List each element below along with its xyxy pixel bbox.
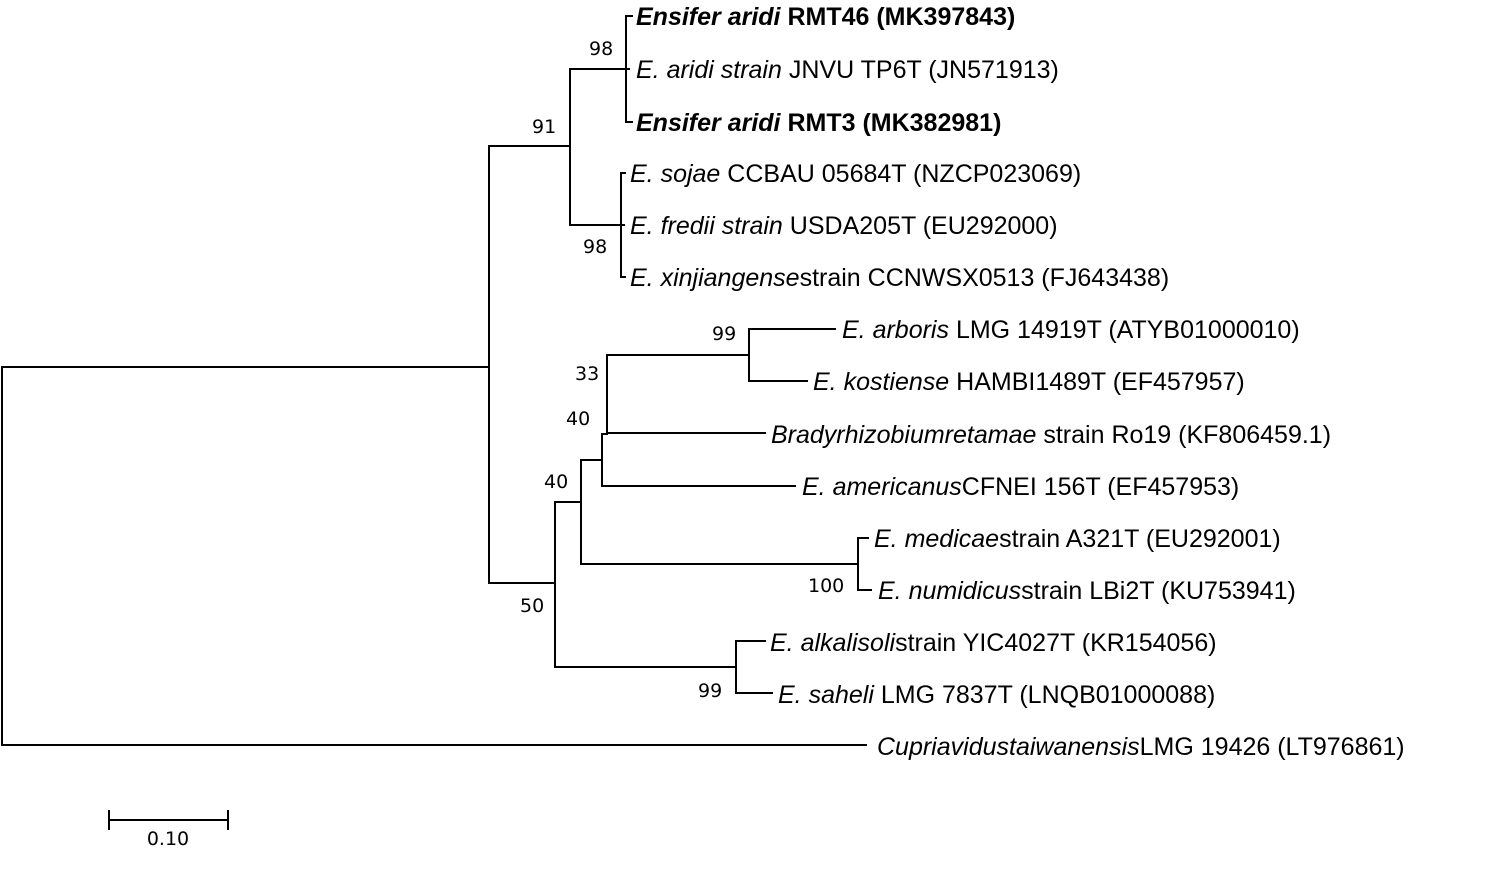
taxon-label: E. kostiense HAMBI1489T (EF457957) (813, 368, 1245, 396)
scale-bar-label: 0.10 (147, 828, 189, 850)
taxon-label: E. americanusCFNEI 156T (EF457953) (802, 473, 1239, 501)
taxon-labels: Ensifer aridi RMT46 (MK397843) E. aridi … (630, 3, 1405, 761)
taxon-label: E. xinjiangensestrain CCNWSX0513 (FJ6434… (630, 264, 1169, 292)
taxon-label: E. aridi strain JNVU TP6T (JN571913) (636, 56, 1059, 84)
bootstrap-value: 91 (532, 116, 556, 138)
taxon-label: CupriavidustaiwanensisLMG 19426 (LT97686… (877, 733, 1405, 761)
bootstrap-value: 98 (583, 236, 607, 258)
tree-branches (1, 15, 872, 746)
taxon-label: E. alkalisolistrain YIC4027T (KR154056) (770, 629, 1217, 657)
taxon-label: E. saheli LMG 7837T (LNQB01000088) (778, 681, 1215, 709)
bootstrap-value: 40 (566, 408, 590, 430)
taxon-label: E. numidicusstrain LBi2T (KU753941) (878, 577, 1296, 605)
scale-bar: 0.10 (108, 810, 229, 850)
bootstrap-value: 98 (589, 38, 613, 60)
taxon-label: E. sojae CCBAU 05684T (NZCP023069) (630, 160, 1081, 188)
taxon-label: Ensifer aridi RMT3 (MK382981) (636, 109, 1001, 137)
taxon-label: Ensifer aridi RMT46 (MK397843) (636, 3, 1015, 31)
taxon-label: E. arboris LMG 14919T (ATYB01000010) (842, 316, 1300, 344)
bootstrap-value: 100 (808, 575, 844, 597)
bootstrap-value: 99 (712, 323, 736, 345)
taxon-label: E. fredii strain USDA205T (EU292000) (630, 212, 1058, 240)
bootstrap-values: 98 91 98 99 33 40 40 100 50 99 (520, 38, 844, 702)
bootstrap-value: 99 (698, 680, 722, 702)
bootstrap-value: 40 (544, 471, 568, 493)
bootstrap-value: 50 (520, 595, 544, 617)
taxon-label: E. medicaestrain A321T (EU292001) (874, 525, 1281, 553)
bootstrap-value: 33 (575, 363, 599, 385)
taxon-label: Bradyrhizobiumretamae strain Ro19 (KF806… (771, 421, 1331, 449)
